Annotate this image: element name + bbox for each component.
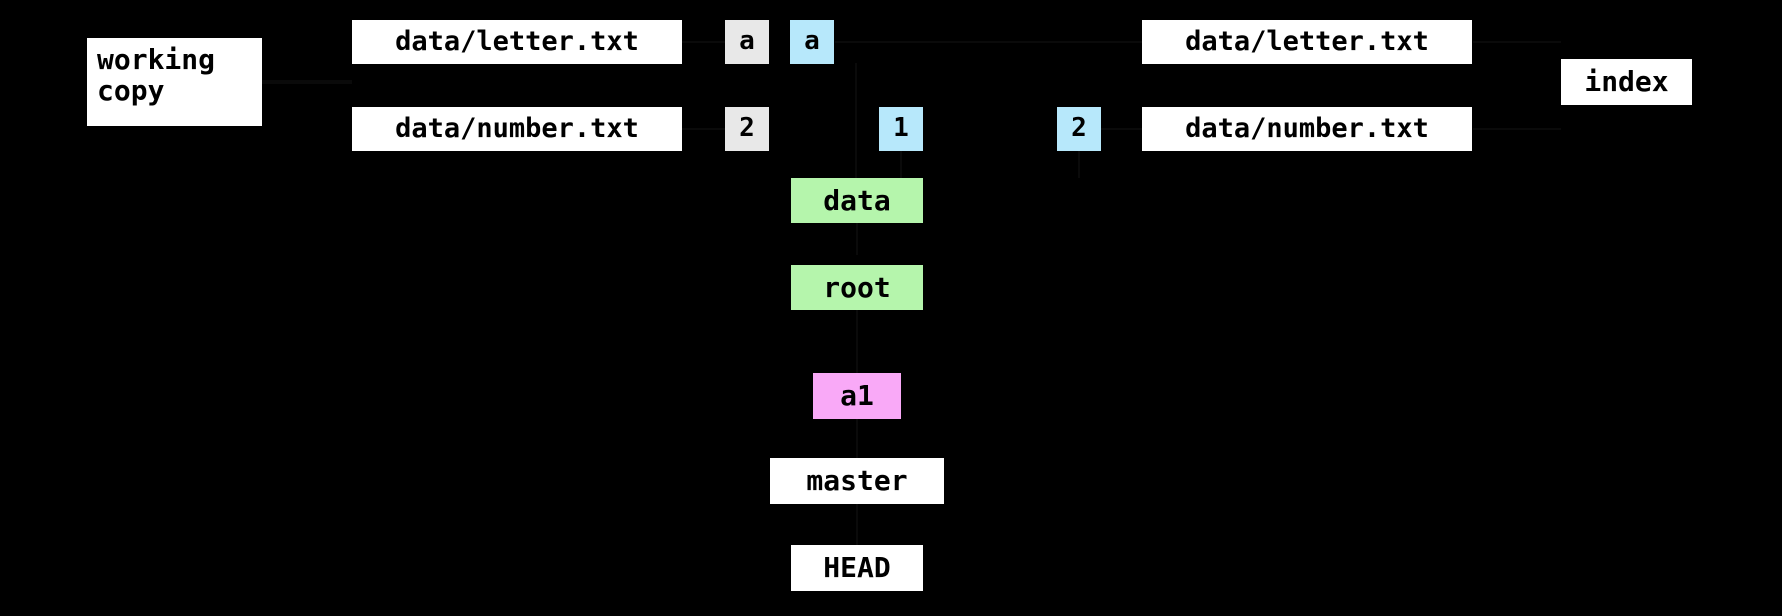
index-file-path-letter[interactable]: data/letter.txt bbox=[1142, 20, 1472, 64]
tree-root[interactable]: root bbox=[791, 265, 923, 310]
blob-2[interactable]: 2 bbox=[1057, 107, 1101, 151]
ref-head[interactable]: HEAD bbox=[791, 545, 923, 591]
edge-root-to-a1 bbox=[856, 293, 858, 373]
working-copy-label-line1: working bbox=[97, 43, 216, 76]
edge-idxletter-to-blue-a bbox=[835, 41, 1142, 43]
tree-data[interactable]: data bbox=[791, 178, 923, 223]
edge-data-to-root bbox=[856, 216, 858, 255]
working-copy-box[interactable]: working copy bbox=[87, 38, 262, 126]
working-copy-file-content-letter[interactable]: a bbox=[725, 20, 769, 64]
working-copy-label-line2: copy bbox=[97, 74, 165, 108]
edge-idxnumber-to-blue-2 bbox=[1100, 128, 1142, 130]
edge-workingcopy-to-number bbox=[262, 82, 352, 84]
edge-workingcopy-to-letter bbox=[262, 80, 352, 82]
working-copy-file-path-number[interactable]: data/number.txt bbox=[352, 107, 682, 151]
edge-master-to-head bbox=[856, 503, 858, 545]
edge-index-to-number bbox=[1473, 128, 1561, 130]
commit-a1[interactable]: a1 bbox=[813, 373, 901, 419]
edge-a1-to-master bbox=[856, 415, 858, 458]
blob-a[interactable]: a bbox=[790, 20, 834, 64]
edge-letter-to-chip-a bbox=[682, 41, 725, 43]
ref-master[interactable]: master bbox=[770, 458, 944, 504]
edge-number-to-chip-2 bbox=[682, 128, 725, 130]
working-copy-file-path-letter[interactable]: data/letter.txt bbox=[352, 20, 682, 64]
edge-index-to-letter bbox=[1473, 41, 1561, 43]
edge-blue-1-to-data bbox=[900, 150, 902, 178]
index-box[interactable]: index bbox=[1561, 59, 1692, 105]
edge-blue-a-to-data bbox=[855, 63, 857, 178]
edge-blue-2-to-data bbox=[1078, 150, 1080, 178]
index-file-path-number[interactable]: data/number.txt bbox=[1142, 107, 1472, 151]
working-copy-file-content-number[interactable]: 2 bbox=[725, 107, 769, 151]
blob-1[interactable]: 1 bbox=[879, 107, 923, 151]
